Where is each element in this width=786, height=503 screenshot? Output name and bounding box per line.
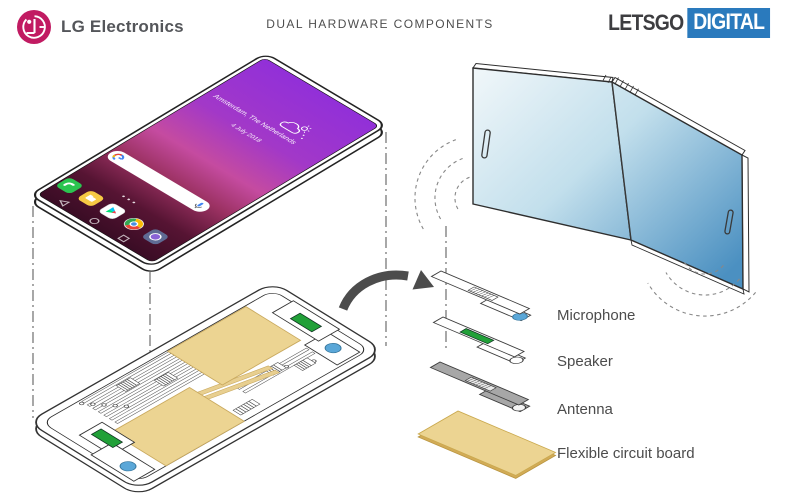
mic-dot-right	[324, 343, 342, 354]
nav-home-icon	[89, 217, 100, 225]
mic-dot-left	[119, 461, 137, 472]
weather-cloud-icon	[279, 121, 312, 139]
app-icon-chrome[interactable]	[120, 216, 147, 232]
label-microphone: Microphone	[557, 307, 635, 324]
component-flex-board	[417, 410, 557, 479]
app-icon-phone[interactable]	[55, 177, 84, 194]
lg-logo: LG Electronics	[16, 9, 184, 45]
nav-bar[interactable]	[57, 199, 131, 243]
digital-text: DIGITAL	[686, 8, 770, 38]
end-assembly-right	[271, 300, 361, 366]
flex-board-1	[166, 306, 302, 386]
end-assembly-left	[78, 421, 156, 482]
transform-arrow	[338, 270, 434, 311]
nav-back-icon	[59, 200, 71, 207]
lg-logo-icon	[17, 10, 51, 44]
speaker-chip-left	[90, 428, 124, 449]
app-icon-folder[interactable]	[76, 190, 105, 207]
phone-front: Amsterdam, The Netherlands 4 July 2018	[33, 55, 383, 272]
component-speaker	[432, 316, 527, 364]
microphone-dot	[512, 312, 528, 321]
search-bar[interactable]	[104, 149, 214, 215]
app-icon-camera[interactable]	[141, 228, 170, 245]
antenna-hole	[511, 404, 527, 412]
app-icon-play-store[interactable]	[98, 203, 127, 220]
speaker-slot-left	[481, 129, 491, 159]
page-title: DUAL HARDWARE COMPONENTS	[266, 17, 494, 31]
label-speaker: Speaker	[557, 353, 613, 370]
nav-recents-icon	[117, 234, 131, 243]
folded-left-panel	[472, 67, 632, 241]
phone-folded	[414, 62, 757, 317]
letsgo-text: LETSGO	[607, 10, 684, 35]
mic-icon[interactable]	[192, 202, 205, 210]
speaker-chip	[459, 328, 495, 345]
speaker-slot-right	[724, 209, 734, 235]
speaker-chip-right	[289, 312, 323, 333]
flex-board-2	[110, 386, 245, 467]
component-microphone	[430, 270, 532, 322]
component-labels: Microphone Speaker Antenna Flexible circ…	[557, 307, 695, 462]
google-g-icon	[112, 153, 125, 160]
sound-waves-right	[647, 261, 757, 317]
speaker-hole	[509, 356, 524, 364]
letsgo-logo: LETSGO DIGITAL	[608, 8, 770, 38]
label-antenna: Antenna	[557, 401, 614, 418]
label-fcb: Flexible circuit board	[557, 445, 695, 462]
sound-waves-left	[414, 139, 470, 230]
internals-tray	[35, 286, 376, 493]
hinge-hatch	[602, 74, 639, 96]
component-antenna	[429, 361, 531, 413]
page-dots	[122, 195, 136, 204]
lg-logo-text: LG Electronics	[61, 17, 184, 36]
